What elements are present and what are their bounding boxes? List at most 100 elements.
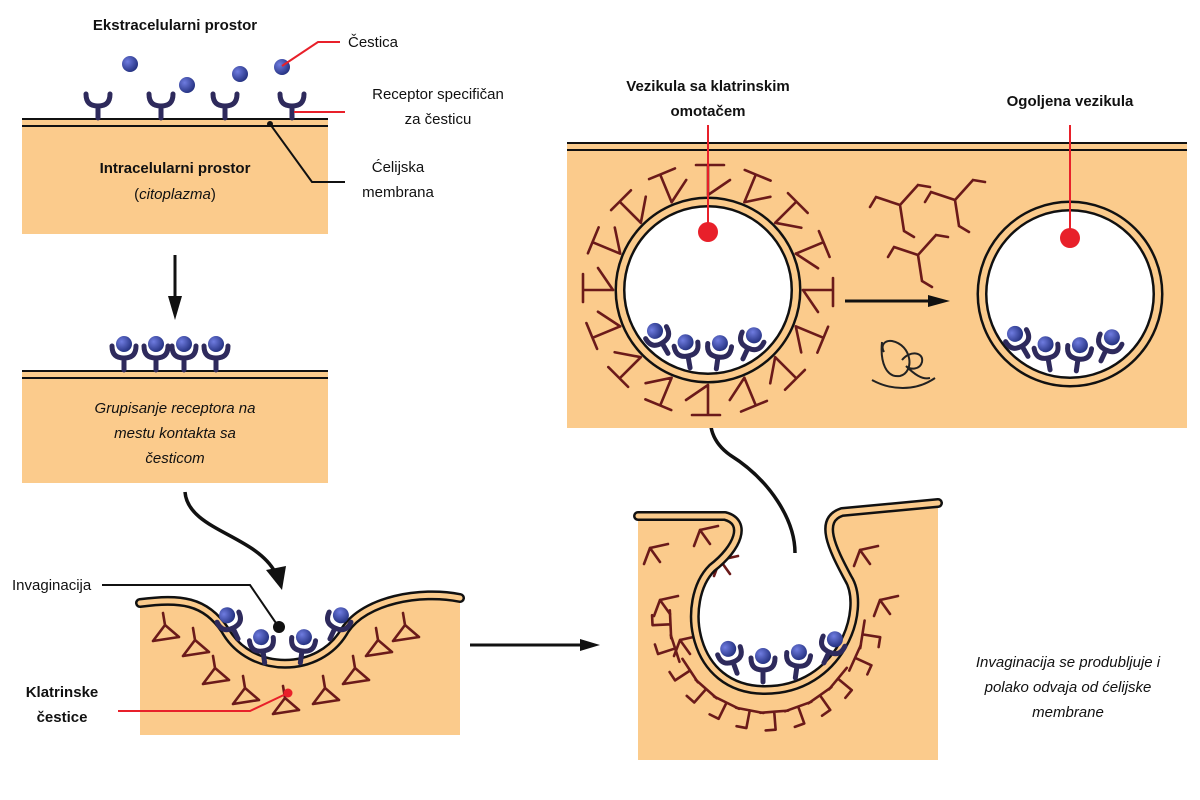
clathrin-triskelion: [923, 178, 987, 234]
receptor: [289, 629, 319, 666]
receptor: [83, 91, 113, 121]
receptor: [201, 336, 231, 373]
clathrin-particle: [708, 695, 741, 721]
clathrin-particle: [852, 544, 880, 568]
clathrin-particle: [609, 188, 648, 225]
particle: [745, 327, 762, 344]
free-clathrin-triskelions: [868, 178, 987, 289]
deepening-label-line1: Invaginacija se produbljuje i: [976, 654, 1161, 671]
clathrin-particle: [391, 611, 421, 643]
stage-3-invagination: Invaginacija Klatrinske čestice: [12, 577, 465, 735]
invagination-pointer: [102, 584, 279, 627]
particle: [148, 336, 164, 352]
particle: [122, 56, 138, 72]
receptor: [1096, 329, 1125, 364]
stage-4-deepening: Invaginacija se produbljuje i polako odv…: [633, 498, 1161, 760]
clathrin-particle: [586, 226, 622, 255]
receptor: [1003, 325, 1032, 359]
receptor-group: [83, 91, 307, 121]
particle: [647, 322, 663, 339]
clathrin-particle: [231, 674, 261, 706]
cytoplasm-region: [22, 118, 328, 234]
particle: [1007, 325, 1023, 342]
cytoplasm-region: [638, 503, 938, 760]
clathrin-label-line1: Klatrinske: [26, 684, 99, 701]
clathrin-dot: [283, 688, 293, 698]
receptor: [277, 91, 307, 121]
cytoplasm-region: [22, 370, 328, 483]
particle: [720, 640, 737, 657]
particle: [790, 644, 807, 661]
clathrin-particle: [692, 524, 720, 548]
clathrin-particle: [585, 310, 622, 351]
clathrin-particle: [773, 191, 810, 230]
particle: [179, 77, 195, 93]
receptor: [109, 336, 139, 373]
cytoplasm-label: (citoplazma): [134, 186, 216, 203]
particle: [755, 648, 771, 664]
particle: [253, 629, 270, 646]
particle: [208, 336, 224, 352]
coated-vesicle-label-line1: Vezikula sa klatrinskim: [626, 78, 789, 95]
naked-vesicle-dot: [1060, 228, 1080, 248]
receptor: [715, 640, 744, 676]
extracellular-label: Ekstracelularni prostor: [93, 17, 257, 34]
arrow-step-2: [183, 491, 286, 590]
clathrin-particle: [734, 706, 765, 730]
clathrin-particle: [271, 684, 301, 716]
deepening-label-line3: membrane: [1032, 704, 1104, 721]
receptor: [784, 644, 814, 681]
clathrin-particle: [364, 626, 394, 658]
receptor-label-line1: Receptor specifičan: [372, 86, 504, 103]
particle: [711, 335, 728, 352]
receptor: [819, 631, 848, 666]
clathrin-particle: [872, 594, 900, 618]
grouping-label-line1: Grupisanje receptora na: [95, 400, 256, 417]
receptor: [246, 629, 276, 666]
receptor: [325, 607, 354, 642]
clathrin-particle: [685, 678, 718, 704]
receptor-label-line2: za česticu: [405, 111, 472, 128]
clathrin-particle: [652, 594, 680, 618]
particle-group: [122, 56, 290, 93]
receptor-cluster: [109, 336, 231, 373]
particle: [677, 334, 694, 351]
clathrin-particle: [341, 654, 371, 686]
clathrin-particle: [653, 633, 681, 664]
receptor-group: [715, 631, 848, 685]
clathrin-particle: [684, 383, 722, 417]
clathrin-particle: [847, 643, 873, 676]
clathrin-pointer: [118, 692, 289, 712]
particle-label: Čestica: [348, 34, 399, 51]
receptor: [705, 335, 735, 372]
clathrin-particle: [794, 229, 831, 270]
clathrin-particle: [801, 276, 835, 314]
receptor: [169, 336, 199, 373]
particle: [332, 607, 349, 624]
particle: [232, 66, 248, 82]
grouping-label-line3: česticom: [145, 450, 204, 467]
particle: [1071, 337, 1088, 354]
membrane-pointer-dot: [267, 121, 273, 127]
arrow-step-3: [470, 639, 600, 651]
clathrin-particle: [606, 350, 643, 389]
invagination-label: Invaginacija: [12, 577, 92, 594]
receptor: [210, 91, 240, 121]
arrow-step-5: [845, 295, 950, 307]
receptor: [643, 322, 672, 356]
receptor: [1065, 337, 1095, 374]
clathrin-particle: [181, 626, 211, 658]
particle-pointer: [281, 41, 340, 67]
particle: [176, 336, 192, 352]
clathrin-particle: [728, 376, 769, 413]
coated-vesicle-label-line2: omotačem: [670, 103, 745, 120]
clathrin-coat: [151, 611, 421, 716]
stage-2-clustering: Grupisanje receptora na mestu kontakta s…: [22, 336, 328, 483]
clathrin-particle: [647, 167, 688, 204]
clathrin-particle: [758, 709, 790, 732]
clathrin-particle: [151, 611, 181, 643]
clathrin-particle: [650, 609, 673, 640]
clathrin-particle: [743, 168, 772, 204]
intracellular-label: Intracelularni prostor: [100, 160, 251, 177]
